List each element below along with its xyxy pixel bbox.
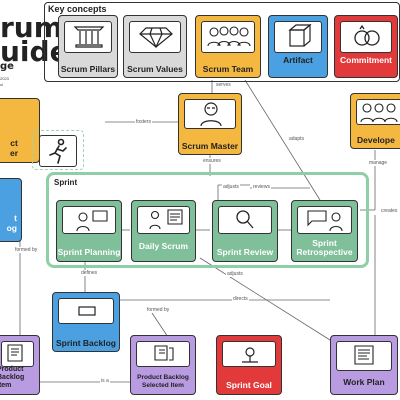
product-backlog-item-label: Product Backlog Item	[0, 366, 25, 389]
edge-label-creates: creates	[380, 208, 399, 214]
small-text-2: ol	[0, 82, 4, 87]
key-artifact-label: Artifact	[283, 55, 313, 65]
edge-label-adjusts-2: adjusts	[226, 271, 244, 277]
selected-items-icon	[136, 341, 190, 367]
magnifier-icon	[218, 206, 272, 234]
edge-label-reviews: reviews	[252, 184, 271, 190]
edge-label-adjusts: adjusts	[222, 184, 240, 190]
edge-label-adapts: adapts	[288, 136, 306, 142]
sprint-container	[46, 172, 369, 268]
sprint-goal-label: Sprint Goal	[226, 380, 272, 390]
title-line-1: rum	[0, 11, 63, 44]
team-icon	[201, 21, 255, 53]
developers-node[interactable]: Develope	[350, 93, 400, 149]
scrum-master-icon	[184, 99, 236, 129]
edge-label-fosters: fosters	[135, 119, 153, 125]
product-backlog-label-2: og	[6, 223, 17, 233]
sprint-runner-frame	[32, 130, 84, 170]
daily-scrum-label: Daily Scrum	[138, 241, 189, 251]
scrum-master-node[interactable]: Scrum Master	[178, 93, 242, 155]
edge-label-formed-by-left: formed by	[14, 247, 39, 253]
key-commitment[interactable]: Commitment	[334, 15, 398, 78]
goal-icon	[222, 341, 276, 367]
sprint-planning-label: Sprint Planning	[57, 247, 121, 257]
product-backlog-selected-item-label: Product Backlog Selected Item	[137, 374, 189, 389]
edge-label-ensures: ensures	[202, 158, 222, 164]
sprint-title: Sprint	[54, 178, 78, 187]
runner-icon	[39, 135, 77, 167]
planning-icon	[62, 206, 116, 234]
daily-scrum-icon	[137, 206, 190, 234]
daily-scrum-node[interactable]: Daily Scrum	[131, 200, 196, 262]
work-plan-node[interactable]: Work Plan	[330, 335, 398, 395]
product-owner-label-2: er	[9, 148, 19, 158]
sprint-backlog-node[interactable]: Sprint Backlog	[52, 292, 120, 352]
diamond-icon	[129, 21, 181, 53]
product-backlog-item-node[interactable]: Product Backlog Item	[0, 335, 40, 395]
edge-label-formed-by: formed by	[146, 307, 171, 313]
edge-label-directs: directs	[232, 296, 249, 302]
product-owner-label-1: ct	[10, 138, 18, 148]
key-scrum-values[interactable]: Scrum Values	[123, 15, 187, 78]
title-line-2: uide	[0, 35, 69, 68]
product-backlog-label-1: t	[14, 213, 17, 223]
small-text-1: 2023	[0, 76, 9, 81]
key-artifact[interactable]: Artifact	[268, 15, 328, 78]
subtitle: ge	[0, 61, 14, 72]
document-icon	[1, 341, 34, 367]
product-backlog-node[interactable]: t og	[0, 178, 22, 242]
edge-label-manage: manage	[368, 160, 389, 166]
work-plan-icon	[336, 341, 392, 371]
key-commitment-label: Commitment	[340, 55, 392, 65]
sprint-goal-node[interactable]: Sprint Goal	[216, 335, 282, 395]
edge-label-serves: serves	[215, 82, 232, 88]
sprint-planning-node[interactable]: Sprint Planning	[56, 200, 122, 262]
sprint-review-label: Sprint Review	[216, 247, 274, 257]
edge-label-defines: defines	[80, 270, 99, 276]
sprint-review-node[interactable]: Sprint Review	[212, 200, 278, 262]
key-concepts-title: Key concepts	[48, 4, 107, 14]
product-owner-node[interactable]: ct er	[0, 98, 40, 163]
developers-icon	[356, 99, 400, 125]
key-scrum-pillars[interactable]: Scrum Pillars	[58, 15, 118, 78]
retrospective-icon	[297, 206, 352, 234]
key-scrum-pillars-label: Scrum Pillars	[60, 64, 116, 74]
edge-label-is-a: is a	[100, 378, 110, 384]
pillars-icon	[64, 21, 112, 53]
scrum-master-label: Scrum Master	[181, 141, 239, 151]
key-scrum-values-label: Scrum Values	[127, 64, 183, 74]
key-scrum-team-label: Scrum Team	[202, 64, 254, 74]
rings-icon	[340, 21, 392, 53]
backlog-box-icon	[58, 298, 114, 324]
developers-label: Develope	[357, 135, 395, 145]
sprint-retrospective-node[interactable]: Sprint Retrospective	[291, 200, 358, 262]
product-backlog-selected-item-node[interactable]: Product Backlog Selected Item	[130, 335, 196, 395]
cube-icon	[274, 21, 322, 53]
sprint-backlog-label: Sprint Backlog	[56, 338, 116, 348]
key-scrum-team[interactable]: Scrum Team	[195, 15, 261, 78]
work-plan-label: Work Plan	[343, 377, 385, 387]
sprint-retrospective-label: Sprint Retrospective	[296, 238, 353, 257]
